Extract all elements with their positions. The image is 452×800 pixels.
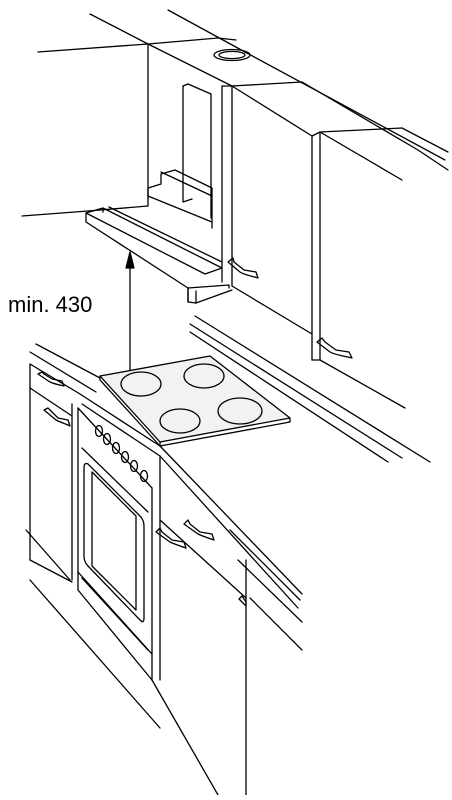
countertop [30,344,302,608]
dimension-label: min. 430 [8,292,93,317]
burner-front-left [160,409,200,433]
burner-front-right [218,398,262,424]
ceiling-vent [214,50,250,61]
oven-window [84,464,144,622]
oven [78,408,152,680]
knob-4-icon [122,452,129,463]
burner-back-right [184,364,224,388]
right-base-cabinet [152,456,246,795]
knob-1-icon [96,426,103,437]
wall-base-lines [190,316,430,462]
control-knobs [96,426,148,482]
plinth-lines [26,530,302,728]
left-base-cabinet [30,364,72,582]
ceiling-lines [38,10,448,170]
burner-back-left [121,372,161,396]
knob-5-icon [131,461,138,472]
cabinet-door-right [312,132,405,408]
knob-3-icon [113,443,120,454]
left-wall-cabinet [22,44,212,228]
cabinet-door-middle [222,86,312,360]
knob-2-icon [104,434,111,445]
